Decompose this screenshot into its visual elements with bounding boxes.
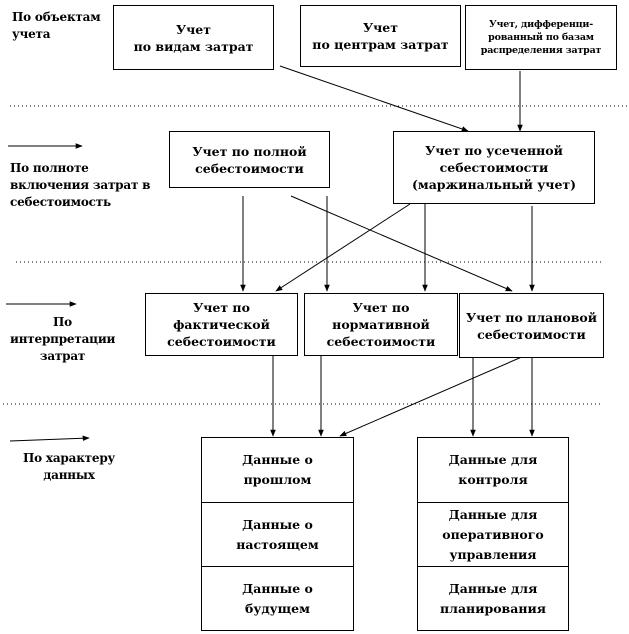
divider-right-1: [417, 502, 569, 503]
box-full-cost-accounting: Учет по полной себестоимости: [169, 131, 330, 188]
arrow-full-to-planned: [290, 195, 513, 292]
level-arrow-3: [9, 435, 90, 442]
cell-data-operational-management: Данные для оперативного управления: [442, 506, 544, 562]
box-cost-types-accounting: Учет по видам затрат: [113, 5, 274, 70]
label-by-cost-interpretation: По интерпретации затрат: [10, 315, 116, 363]
cell-data-past: Данные о прошлом: [242, 451, 313, 487]
box-actual-cost-accounting: Учет по фактической себестоимости: [145, 293, 298, 356]
box-planned-cost-accounting: Учет по плановой себестоимости: [459, 293, 604, 358]
cell-data-control: Данные для контроля: [448, 451, 538, 487]
label-by-data-character: По характеру данных: [22, 451, 116, 482]
box-normative-cost-accounting: Учет по нормативной себестоимости: [304, 293, 458, 356]
box-marginal-cost-accounting: Учет по усеченной себестоимости (маржина…: [393, 131, 595, 204]
cell-data-planning: Данные для планирования: [440, 581, 546, 616]
cell-data-present: Данные о настоящем: [236, 516, 319, 552]
box-differentiated-accounting: Учет, дифференци- рованный по базам расп…: [465, 5, 617, 70]
label-by-cost-completeness: По полноте включения затрат в себестоимо…: [10, 161, 151, 209]
label-by-accounting-objects: По объектам учета: [12, 10, 101, 41]
group-data-control-management-planning: [417, 437, 569, 631]
cell-data-future: Данные о будущем: [242, 581, 313, 616]
divider-left-2: [201, 566, 354, 567]
divider-left-1: [201, 502, 354, 503]
arrow-planned-to-past: [339, 355, 525, 437]
box-cost-centers-accounting: Учет по центрам затрат: [300, 5, 461, 67]
group-data-past-present-future: [201, 437, 354, 631]
divider-right-2: [417, 566, 569, 567]
arrow-costtypes-to-marginal: [279, 65, 469, 132]
arrow-marginal-to-actual: [275, 203, 411, 292]
